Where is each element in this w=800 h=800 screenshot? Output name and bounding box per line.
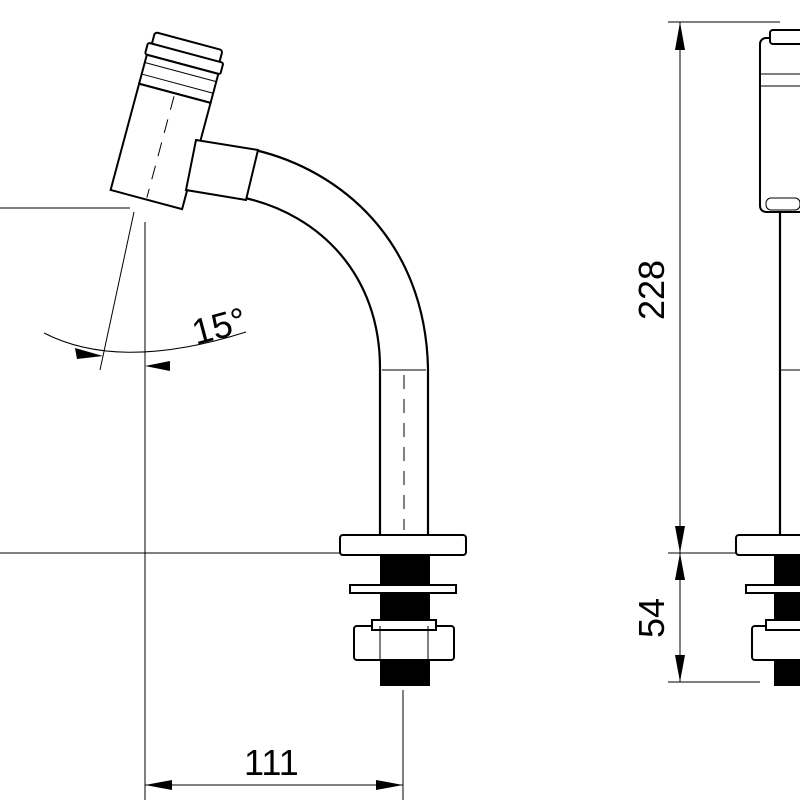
- spout-head: [109, 31, 224, 211]
- base-arrow-bottom: [675, 655, 685, 682]
- front-view: 15° 111: [0, 31, 467, 800]
- side-base-flange: [735, 534, 800, 556]
- angle-arrow-right: [145, 361, 170, 371]
- tilted-axis-line: [99, 211, 135, 371]
- neck-collar: [184, 138, 260, 202]
- lock-nut: [353, 625, 455, 661]
- side-spout-head: [759, 37, 800, 213]
- washer: [349, 584, 457, 594]
- base-flange: [339, 534, 467, 556]
- width-arrow-left: [145, 780, 172, 790]
- angle-dimension-label: 15°: [187, 299, 250, 353]
- angle-arrow-left: [75, 348, 103, 359]
- angle-arc: [43, 331, 247, 353]
- height-arrow-top: [675, 22, 685, 50]
- width-arrow-right: [376, 780, 403, 790]
- width-dimension-label: 111: [244, 742, 299, 783]
- height-dimension-label: 228: [631, 260, 672, 320]
- base-arrow-top: [675, 553, 685, 580]
- side-view: 228 54: [631, 21, 800, 686]
- spout-neck: [197, 140, 430, 535]
- base-dimension-label: 54: [631, 598, 672, 638]
- height-arrow-bottom: [675, 526, 685, 553]
